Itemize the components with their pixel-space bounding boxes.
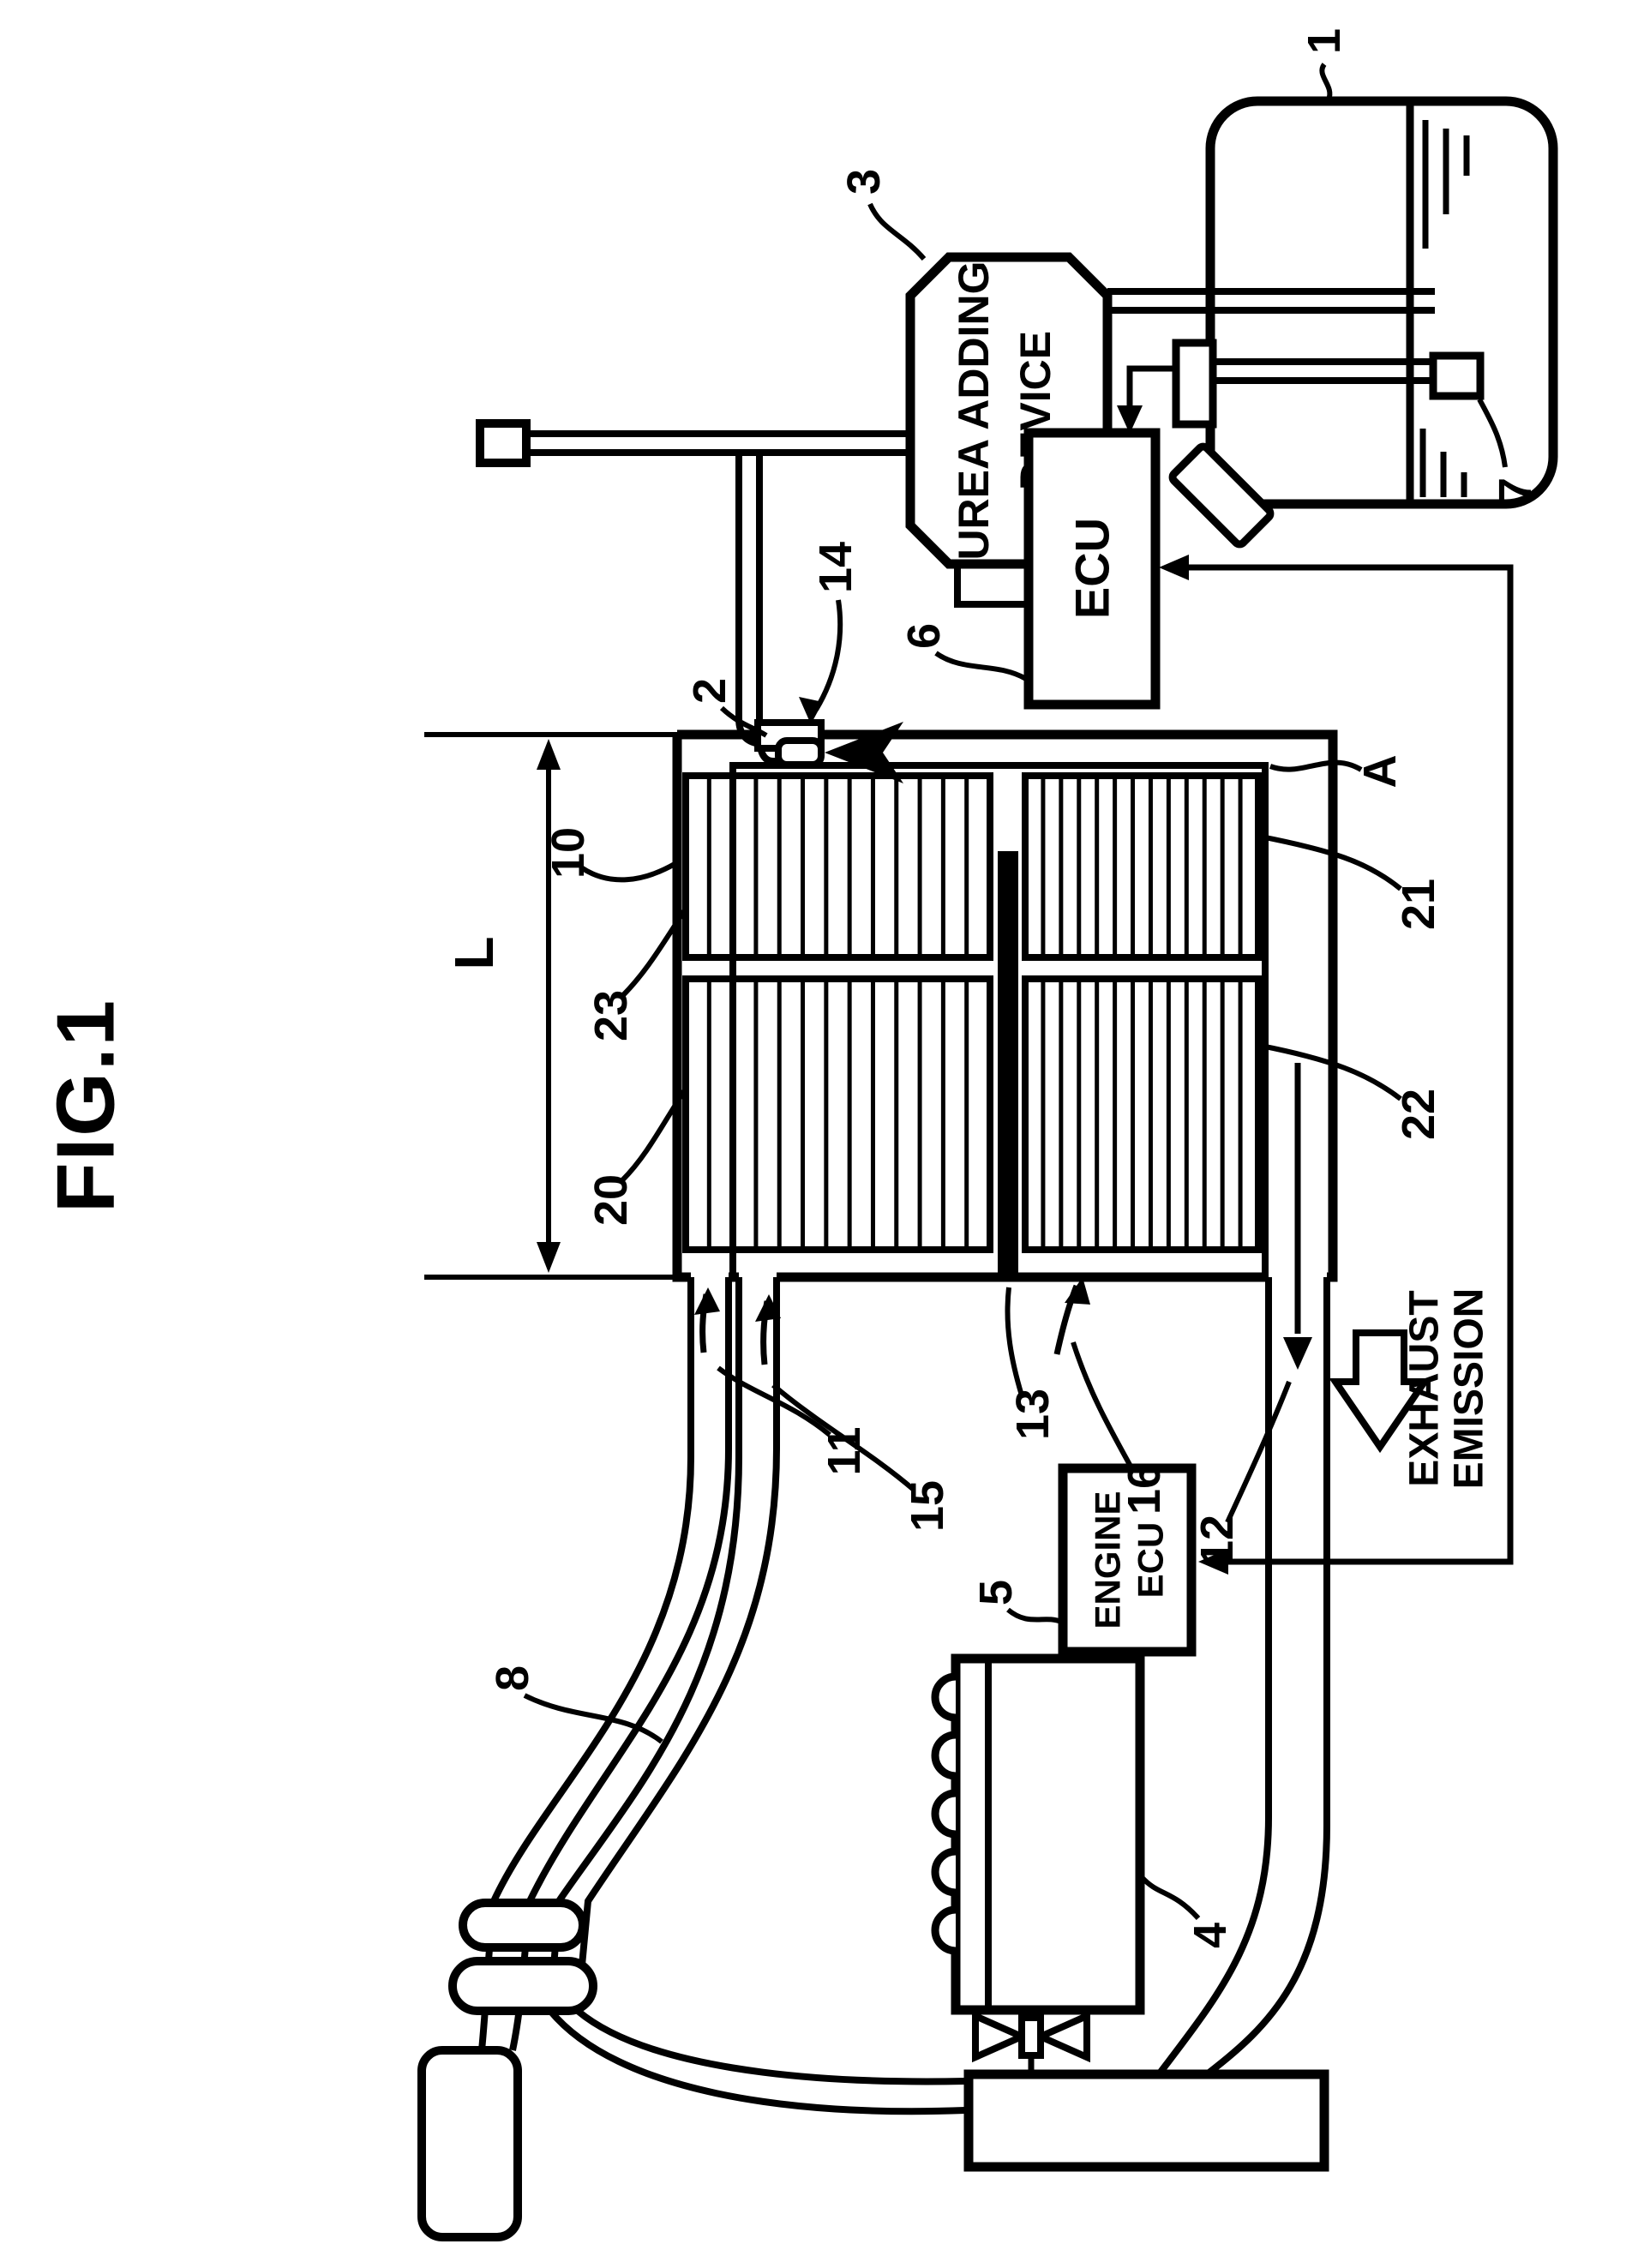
leader-22 [1260, 1043, 1402, 1101]
reference-labels: 1 2 3 4 5 6 7 8 10 11 12 13 14 [487, 28, 1541, 1948]
leader-3 [867, 202, 927, 261]
leader-4 [1139, 1875, 1201, 1921]
engine-ecu-text-2: ECU [1131, 1522, 1171, 1599]
leader-23 [620, 909, 687, 999]
flow-arrow-16 [1053, 1277, 1090, 1355]
leader-a [1269, 759, 1363, 772]
flow-arrow-11 [694, 1287, 720, 1353]
injector-2 [754, 719, 903, 783]
tank-suction-pipes [1107, 288, 1435, 384]
partition-13 [998, 851, 1018, 1277]
engine-ecu-text-1: ENGINE [1088, 1491, 1128, 1629]
catalyst-hatching-23 [706, 776, 969, 957]
leader-1 [1319, 63, 1333, 101]
leader-16 [1071, 1341, 1136, 1473]
label-5: 5 [970, 1580, 1022, 1605]
ecu-box [1023, 428, 1161, 710]
level-sensor-7 [1429, 351, 1485, 400]
leader-8 [523, 1693, 663, 1744]
exhaust-emission-text-1: EXHAUST [1402, 1290, 1448, 1486]
engine-block-4 [931, 1653, 1145, 2015]
cooling-fan [972, 2010, 1090, 2074]
label-12: 12 [1191, 1515, 1243, 1566]
label-2: 2 [684, 678, 735, 704]
leader-7 [1477, 398, 1508, 468]
pipe-coupling-lower [448, 1957, 597, 2015]
length-dimension: L [424, 732, 677, 1280]
exhaust-emission-arrow [1329, 1329, 1431, 1454]
leader-14-arrowhead [799, 697, 823, 724]
label-a: A [1354, 755, 1406, 789]
catalyst-hatching-20 [706, 979, 969, 1250]
leader-10 [579, 861, 676, 883]
air-cleaner-box [417, 2046, 522, 2241]
label-14: 14 [810, 542, 861, 593]
tilted-sensor [1168, 442, 1275, 549]
leader-5 [1006, 1607, 1063, 1624]
pipe-coupling-upper [459, 1899, 587, 1952]
engine-ecu-box: ENGINE ECU [1058, 1463, 1197, 1657]
leader-20 [620, 1089, 687, 1183]
label-13: 13 [1007, 1389, 1059, 1440]
device-ecu-link [954, 564, 1029, 608]
catalyst-hatching-21 [1041, 776, 1243, 957]
exhaust-emission-text-2: EMISSION [1447, 1288, 1492, 1490]
leader-13 [1005, 1287, 1024, 1396]
leader-14 [813, 599, 843, 711]
inner-passage-16 [729, 762, 1269, 1277]
label-16: 16 [1119, 1463, 1170, 1515]
catalyst-hatching-22 [1041, 979, 1243, 1250]
label-8: 8 [487, 1665, 538, 1691]
urea-adding-device-label-1: UREA ADDING [950, 261, 998, 560]
label-20: 20 [585, 1174, 637, 1226]
radiator-box [963, 2069, 1329, 2172]
leader-21 [1260, 834, 1402, 891]
label-6: 6 [898, 623, 950, 649]
tailpipe-outlet-12 [1155, 1277, 1330, 2078]
leader-6 [934, 651, 1028, 681]
label-4: 4 [1185, 1923, 1236, 1948]
leader-11 [717, 1365, 831, 1437]
label-23: 23 [585, 990, 637, 1041]
exhaust-manifold-ports [931, 1672, 957, 1955]
figure-title: FIG.1 [40, 999, 132, 1213]
spray-arrow [825, 722, 903, 783]
catalyst-block-21 [1022, 772, 1262, 961]
leader-2 [719, 705, 768, 738]
flow-arrow-outlet [1283, 1063, 1312, 1370]
ecu-engine-ecu-line [1159, 555, 1514, 1575]
label-3: 3 [838, 169, 890, 195]
catalyst-block-20 [682, 975, 993, 1253]
dimension-l-label: L [443, 936, 505, 969]
liquid-level-marks [1419, 120, 1470, 497]
leader-15 [771, 1383, 915, 1492]
leader-12 [1225, 1380, 1292, 1524]
sensor-ecu-signal [1117, 365, 1176, 434]
catalyst-block-22 [1022, 975, 1262, 1253]
urea-tank [1205, 96, 1558, 509]
flow-arrow-15 [755, 1294, 781, 1365]
label-1: 1 [1299, 28, 1350, 54]
ecu-label: ECU [1065, 518, 1119, 619]
label-7: 7 [1490, 477, 1541, 503]
tank-wall-sensor [1172, 339, 1217, 429]
